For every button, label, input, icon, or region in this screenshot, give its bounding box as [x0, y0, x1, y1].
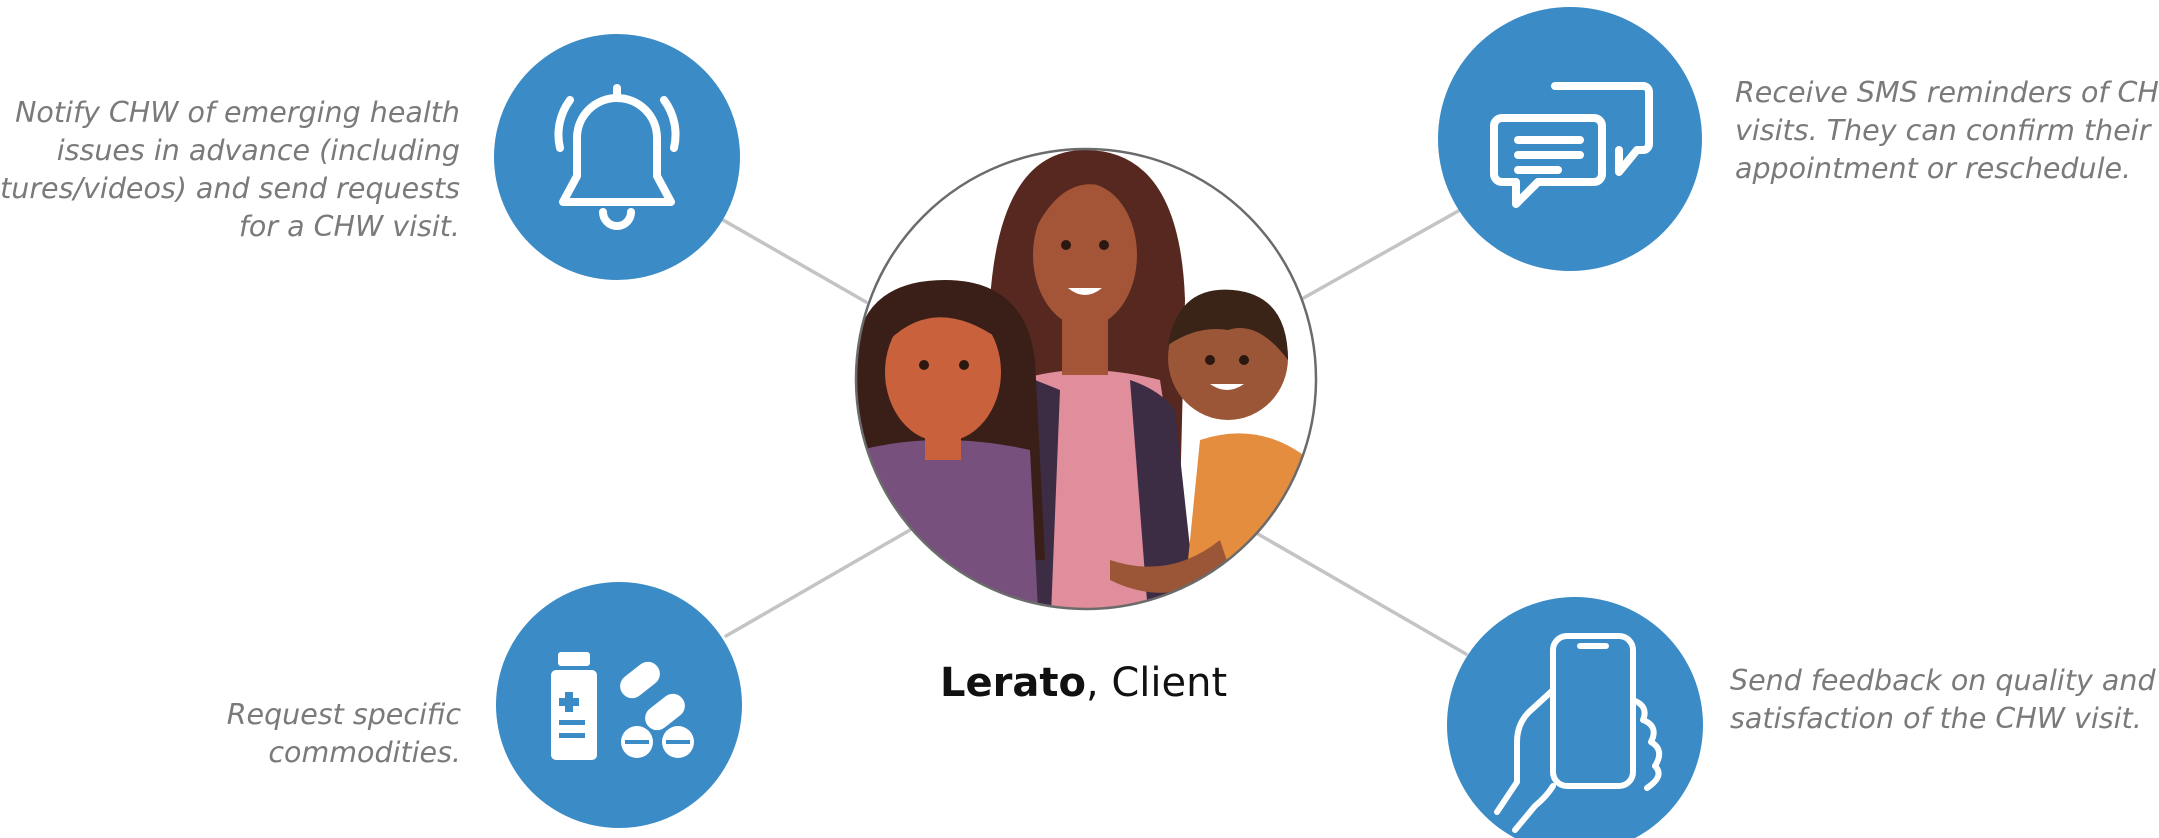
node-commodities: [496, 582, 742, 828]
node-notify: [494, 34, 740, 280]
medicine-icon: [551, 652, 694, 760]
commodities-circle: [496, 582, 742, 828]
client-label: Lerato, Client: [940, 660, 1260, 706]
caption-line: Send feedback on quality and: [1730, 664, 2156, 697]
caption-line: issues in advance (including: [56, 134, 460, 167]
caption-line: commodities.: [268, 736, 461, 769]
connector-notify: [721, 218, 868, 304]
caption-line: pictures/videos) and send requests: [0, 172, 460, 205]
client-name: Lerato: [940, 660, 1086, 706]
notify-circle: [494, 34, 740, 280]
connector-commodities: [724, 528, 912, 638]
caption-feedback: Send feedback on quality and satisfactio…: [1730, 662, 2156, 738]
bell-icon: [554, 84, 680, 230]
chat-bubbles-icon: [1490, 82, 1653, 208]
caption-line: Notify CHW of emerging health: [15, 96, 460, 129]
caption-commodities: Request specific commodities.: [227, 696, 461, 772]
caption-line: for a CHW visit.: [238, 210, 460, 243]
family-illustration: [854, 147, 1318, 611]
connectors: [721, 208, 1468, 656]
caption-notify: Notify CHW of emerging health issues in …: [0, 94, 460, 246]
feedback-circle: [1447, 597, 1703, 838]
caption-line: visits. They can confirm their: [1735, 114, 2151, 147]
caption-sms: Receive SMS reminders of CHW visits. The…: [1735, 74, 2159, 188]
caption-line: Receive SMS reminders of CHW: [1735, 76, 2159, 109]
caption-line: appointment or reschedule.: [1735, 152, 2132, 185]
connector-sms: [1298, 208, 1462, 302]
client-role: , Client: [1085, 660, 1228, 706]
node-sms: [1438, 7, 1702, 271]
caption-line: Request specific: [226, 698, 461, 731]
phone-in-hand-icon: [1494, 633, 1663, 833]
node-feedback: [1447, 597, 1703, 838]
caption-line: satisfaction of the CHW visit.: [1730, 702, 2142, 735]
connector-feedback: [1256, 532, 1468, 656]
